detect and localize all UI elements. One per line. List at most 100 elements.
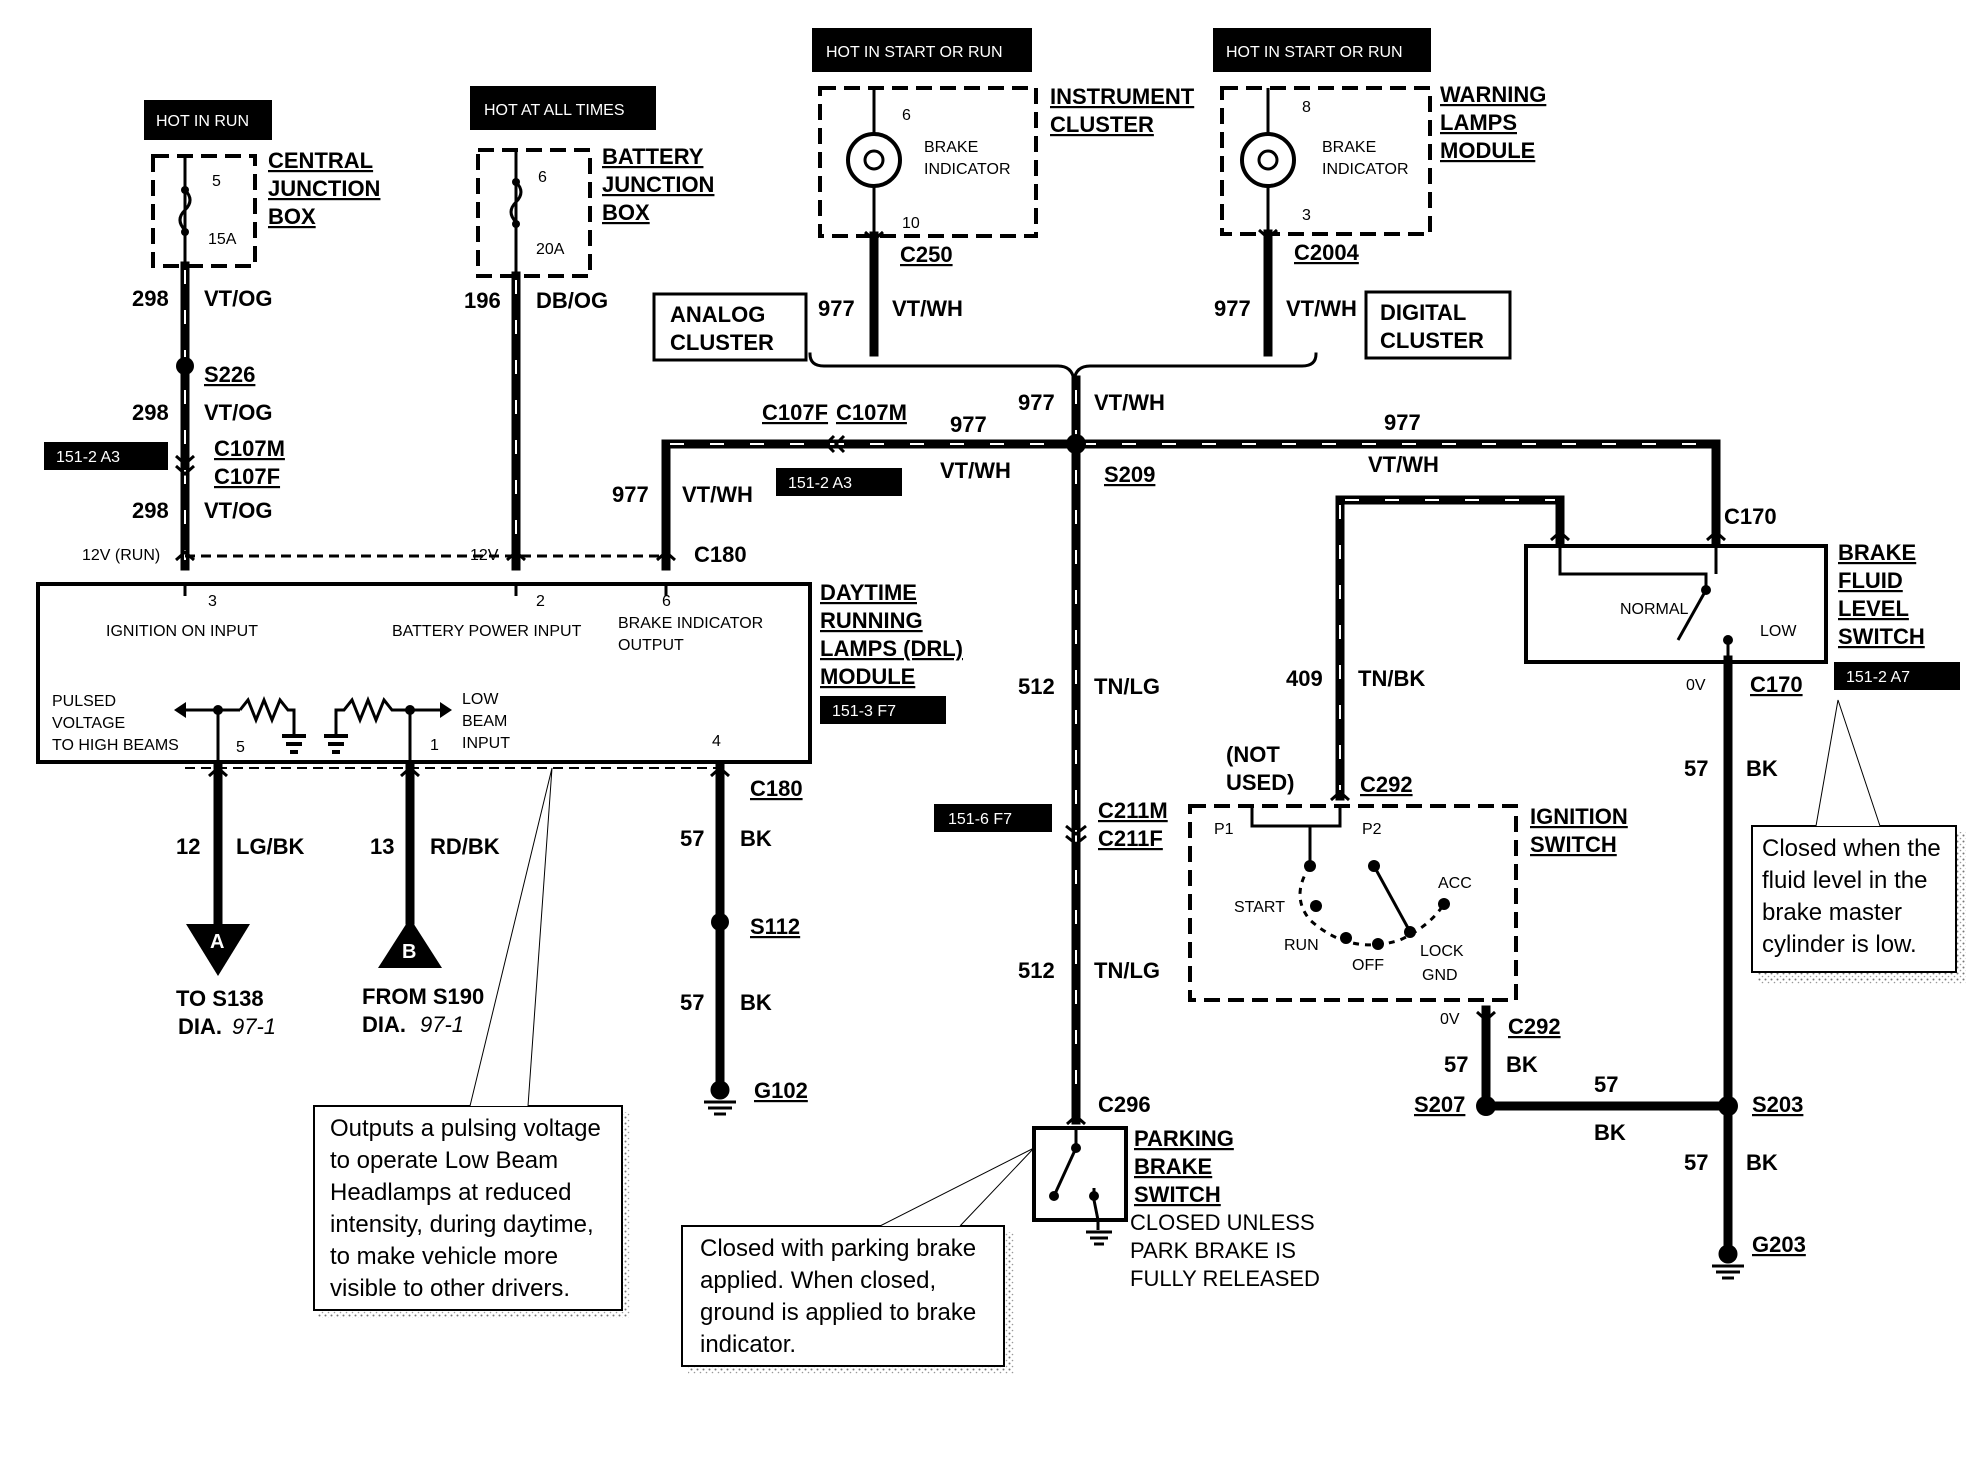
note-parking-brake: Closed with parking brake applied. When …	[681, 1147, 1035, 1374]
svg-text:IGNITION ON INPUT: IGNITION ON INPUT	[106, 623, 258, 640]
svg-text:USED): USED)	[1226, 770, 1294, 795]
svg-text:BATTERY POWER INPUT: BATTERY POWER INPUT	[392, 623, 582, 640]
svg-text:BK: BK	[1746, 756, 1778, 781]
svg-text:FULLY RELEASED: FULLY RELEASED	[1130, 1266, 1320, 1291]
svg-text:C107M: C107M	[214, 436, 285, 461]
ground-symbol-icon	[282, 734, 348, 754]
svg-text:G203: G203	[1752, 1232, 1806, 1257]
svg-text:5: 5	[212, 173, 221, 190]
svg-text:C107F: C107F	[762, 400, 828, 425]
brake-fluid-level-switch: NORMAL LOW 0V BRAKE FLUID LEVEL SWITCH	[1524, 540, 1925, 694]
svg-text:VOLTAGE: VOLTAGE	[52, 715, 125, 732]
svg-text:PULSED: PULSED	[52, 693, 116, 710]
svg-text:C180: C180	[750, 776, 803, 801]
svg-text:BK: BK	[740, 826, 772, 851]
svg-text:LEVEL: LEVEL	[1838, 596, 1909, 621]
power-tag-hot-start-run-wl: HOT IN START OR RUN	[1213, 28, 1431, 72]
svg-text:20A: 20A	[536, 241, 565, 258]
svg-text:977: 977	[818, 296, 855, 321]
svg-text:visible to other drivers.: visible to other drivers.	[330, 1275, 570, 1302]
svg-text:0V: 0V	[1440, 1011, 1460, 1028]
power-tag-hot-start-run-ic: HOT IN START OR RUN	[812, 28, 1032, 72]
svg-text:FROM S190: FROM S190	[362, 984, 484, 1009]
svg-text:151-2 A3: 151-2 A3	[788, 475, 852, 492]
svg-text:B: B	[402, 941, 416, 963]
svg-text:JUNCTION: JUNCTION	[602, 172, 714, 197]
svg-text:97-1: 97-1	[420, 1012, 464, 1037]
svg-text:512: 512	[1018, 674, 1055, 699]
svg-text:15A: 15A	[208, 231, 237, 248]
note-fluid-level: Closed when the fluid level in the brake…	[1751, 699, 1966, 984]
svg-text:RUNNING: RUNNING	[820, 608, 923, 633]
connector-labels: C250 C2004 S226 C107M C107F C107F C107M …	[204, 240, 1806, 1257]
svg-text:BRAKE INDICATOR: BRAKE INDICATOR	[618, 615, 763, 632]
svg-text:TO S138: TO S138	[176, 986, 264, 1011]
ground-g102	[704, 1080, 736, 1116]
svg-text:S226: S226	[204, 362, 255, 387]
svg-text:SWITCH: SWITCH	[1838, 624, 1925, 649]
connector-chevrons	[175, 228, 1726, 1126]
svg-text:RD/BK: RD/BK	[430, 834, 500, 859]
svg-text:5: 5	[236, 739, 245, 756]
svg-text:ANALOG: ANALOG	[670, 302, 765, 327]
svg-text:6: 6	[662, 593, 671, 610]
ref-tag-2: 151-2 A3	[776, 468, 902, 496]
svg-text:SWITCH: SWITCH	[1134, 1182, 1221, 1207]
svg-text:BOX: BOX	[602, 200, 650, 225]
svg-text:VT/OG: VT/OG	[204, 400, 272, 425]
svg-text:CLUSTER: CLUSTER	[1380, 328, 1484, 353]
svg-text:57: 57	[1444, 1052, 1468, 1077]
svg-text:VT/WH: VT/WH	[1368, 452, 1439, 477]
svg-text:intensity, during daytime,: intensity, during daytime,	[330, 1211, 594, 1238]
svg-text:151-2 A3: 151-2 A3	[56, 449, 120, 466]
splice-s112	[711, 913, 729, 931]
instrument-cluster: 6 BRAKE INDICATOR 10 INSTRUMENT CLUSTER	[818, 84, 1195, 238]
svg-text:ACC: ACC	[1438, 875, 1472, 892]
ref-tag-1: 151-2 A3	[44, 442, 168, 470]
ground-g203	[1712, 1244, 1744, 1280]
svg-text:LG/BK: LG/BK	[236, 834, 305, 859]
svg-text:12: 12	[176, 834, 200, 859]
svg-text:MODULE: MODULE	[820, 664, 915, 689]
svg-text:C107F: C107F	[214, 464, 280, 489]
svg-text:C211M: C211M	[1098, 798, 1168, 823]
svg-text:NORMAL: NORMAL	[1620, 601, 1689, 618]
svg-text:DIA.: DIA.	[178, 1014, 222, 1039]
svg-text:57: 57	[680, 990, 704, 1015]
svg-text:BK: BK	[1594, 1120, 1626, 1145]
svg-text:C211F: C211F	[1098, 826, 1163, 851]
svg-text:BATTERY: BATTERY	[602, 144, 704, 169]
svg-text:57: 57	[1594, 1072, 1618, 1097]
svg-text:C2004: C2004	[1294, 240, 1360, 265]
svg-text:OUTPUT: OUTPUT	[618, 637, 684, 654]
parking-brake-switch: PARKING BRAKE SWITCH CLOSED UNLESS PARK …	[1032, 1126, 1320, 1291]
svg-text:INSTRUMENT: INSTRUMENT	[1050, 84, 1195, 109]
svg-text:DIA.: DIA.	[362, 1012, 406, 1037]
svg-text:4: 4	[712, 733, 721, 750]
svg-text:Outputs a pulsing voltage: Outputs a pulsing voltage	[330, 1115, 601, 1142]
svg-text:IGNITION: IGNITION	[1530, 804, 1628, 829]
svg-text:ground is applied to brake: ground is applied to brake	[700, 1299, 976, 1326]
ref-tag-3: 151-3 F7	[820, 696, 946, 724]
svg-text:HOT AT ALL TIMES: HOT AT ALL TIMES	[484, 102, 625, 119]
svg-text:977: 977	[1384, 410, 1421, 435]
svg-text:WARNING: WARNING	[1440, 82, 1546, 107]
svg-text:3: 3	[208, 593, 217, 610]
wires	[180, 229, 1733, 1255]
svg-text:RUN: RUN	[1284, 937, 1319, 954]
svg-text:C170: C170	[1750, 672, 1803, 697]
ignition-switch: P1 P2 START RUN OFF ACC LOCK GND 0V (NOT…	[1188, 742, 1628, 1028]
svg-text:DB/OG: DB/OG	[536, 288, 608, 313]
splice-s203	[1718, 1096, 1738, 1116]
svg-text:LOCK: LOCK	[1420, 943, 1464, 960]
svg-text:151-2 A7: 151-2 A7	[1846, 669, 1910, 686]
svg-text:CLUSTER: CLUSTER	[1050, 112, 1154, 137]
svg-text:TN/LG: TN/LG	[1094, 958, 1160, 983]
svg-text:START: START	[1234, 899, 1285, 916]
splice-s209	[1066, 434, 1086, 454]
svg-text:C180: C180	[694, 542, 747, 567]
svg-text:Closed when the: Closed when the	[1762, 835, 1941, 862]
